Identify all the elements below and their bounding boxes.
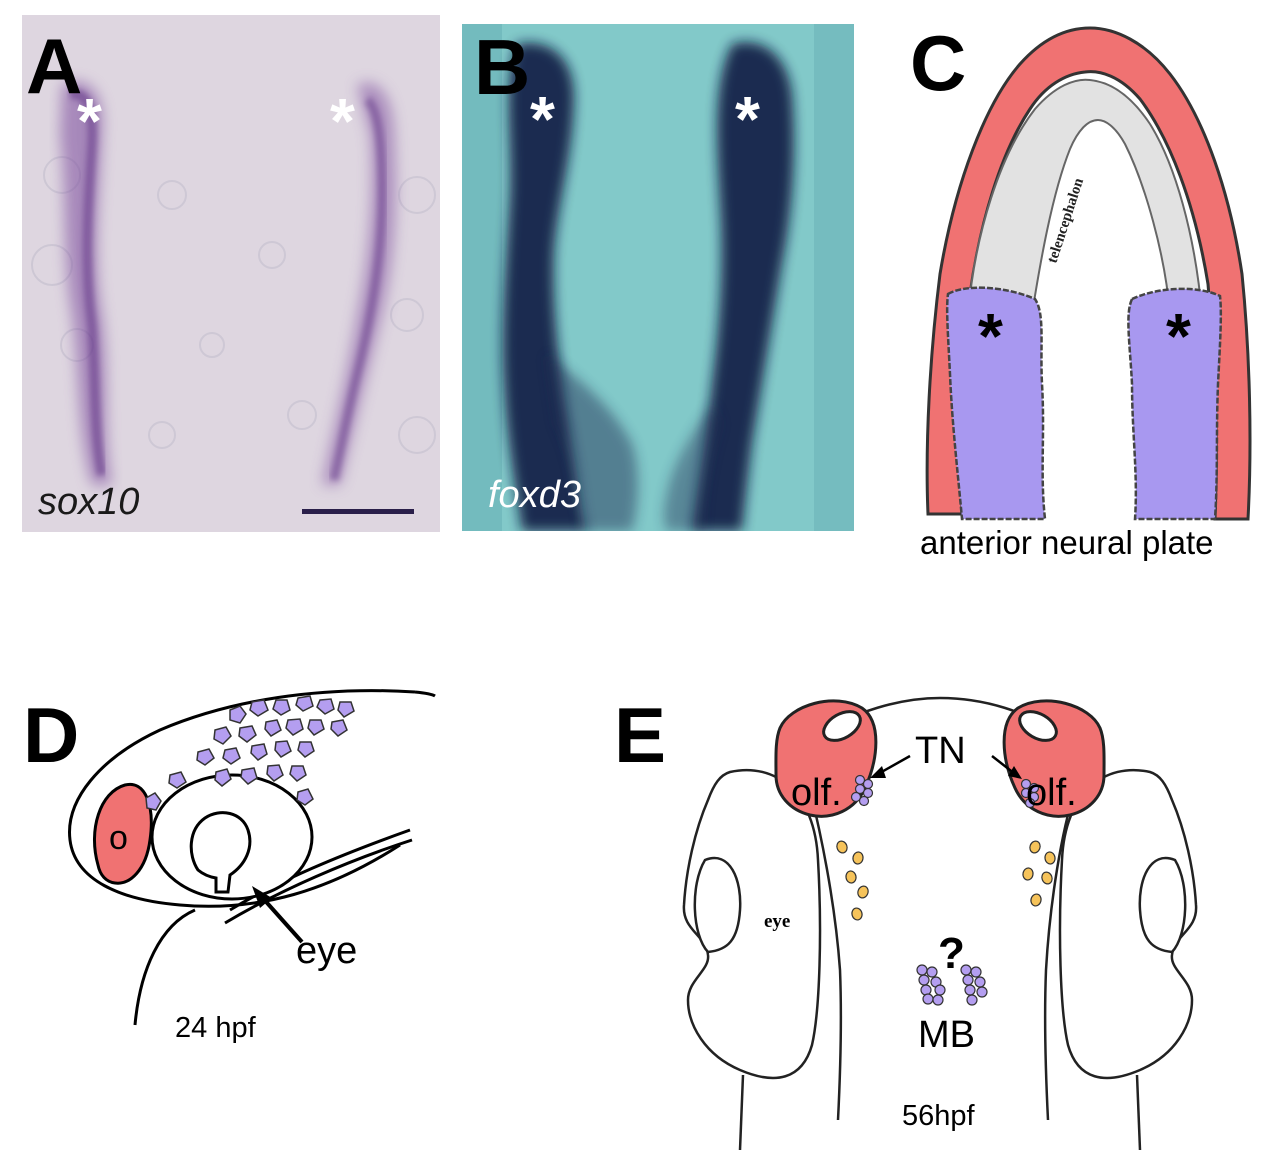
panel-c: telencephalon C * * anterior neural plat… [870, 14, 1270, 574]
panel-b-gene-label: foxd3 [488, 474, 581, 516]
panel-b-micrograph [462, 24, 854, 532]
panel-b-label: B [474, 23, 531, 111]
panel-e-mb-label: MB [918, 1014, 975, 1056]
panel-d: D o eye 24 hpf [20, 680, 460, 1070]
panel-a: A * * sox10 [22, 15, 440, 532]
panel-e-question-mark: ? [938, 929, 965, 978]
panel-c-asterisk-left: * [978, 300, 1003, 372]
panel-a-gene-label: sox10 [38, 481, 140, 523]
panel-d-stage-label: 24 hpf [175, 1012, 256, 1044]
panel-c-asterisk-right: * [1166, 300, 1191, 372]
panel-e-diagram [682, 696, 1198, 1151]
panel-a-label: A [26, 22, 83, 110]
panel-c-label: C [910, 19, 967, 107]
panel-e-label: E [614, 691, 667, 779]
panel-b: B * * foxd3 [462, 23, 854, 532]
scale-bar [302, 509, 414, 514]
panel-e-olf-right-label: olf. [1026, 772, 1077, 814]
panel-d-label: D [23, 691, 80, 779]
panel-d-olfactory-mark: o [109, 819, 128, 857]
panel-b-asterisk-left: * [530, 83, 555, 155]
panel-a-asterisk-left: * [77, 85, 102, 157]
panel-e-tn-label: TN [915, 730, 966, 772]
panel-a-micrograph [22, 15, 440, 532]
panel-a-asterisk-right: * [330, 85, 355, 157]
panel-e-olf-left-label: olf. [791, 772, 842, 814]
panel-d-eye-label: eye [296, 930, 358, 972]
panel-e-stage-label: 56hpf [902, 1100, 975, 1132]
panel-d-diagram [68, 689, 436, 1026]
panel-e-eye-label: eye [764, 911, 791, 932]
panel-e: E olf. olf. TN eye ? MB 56hpf [610, 680, 1260, 1151]
panel-b-asterisk-right: * [735, 83, 760, 155]
panel-c-caption: anterior neural plate [920, 524, 1214, 561]
panel-c-diagram: telencephalon [925, 26, 1252, 521]
